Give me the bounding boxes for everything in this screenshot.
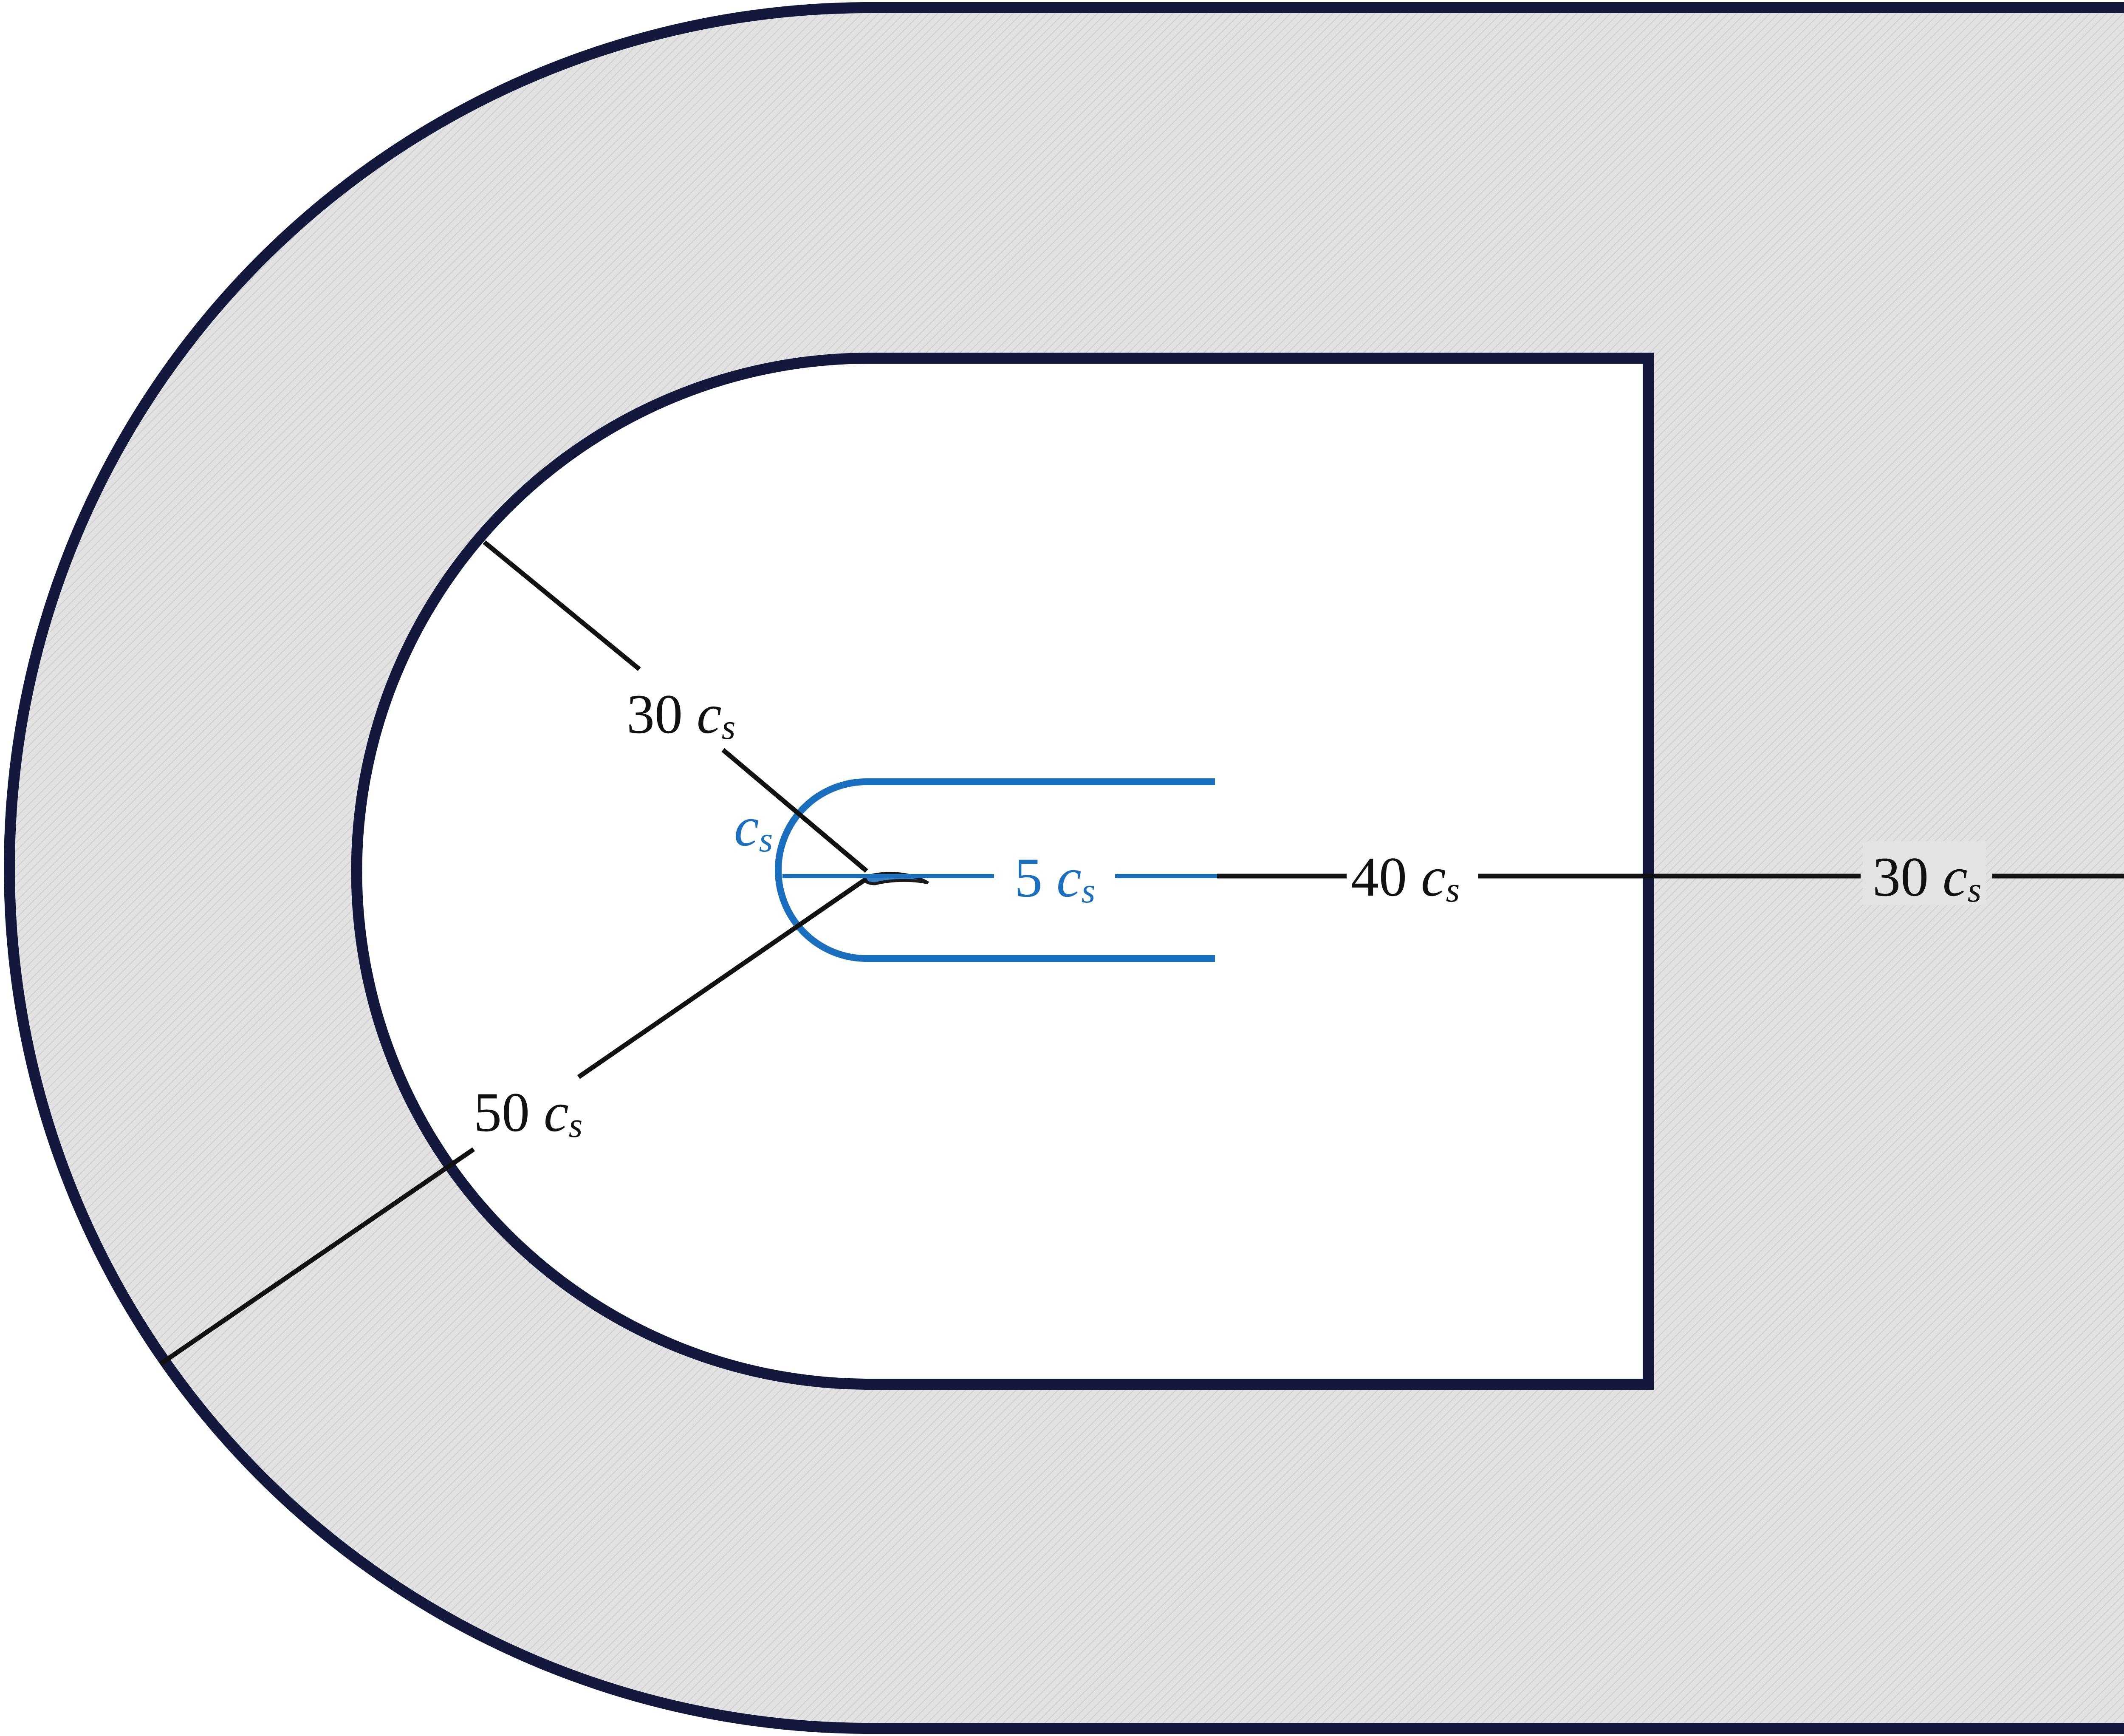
outer-length-label: 30 cs (1873, 845, 1981, 910)
zone-length-value: 5 (1014, 846, 1042, 909)
inner-domain-region (351, 353, 1654, 1390)
outer-length-label-background (1863, 841, 1986, 905)
inner-radius-value: 30 (627, 683, 683, 745)
inner-radius-label: 30 cs (627, 683, 735, 747)
outer-radius-label: 50 cs (474, 1081, 582, 1145)
outer-radius-value: 50 (474, 1081, 530, 1143)
outer-length-value: 30 (1873, 845, 1929, 908)
outer-radius-line-upper (577, 876, 868, 1079)
zone-radius-label: cs (734, 795, 773, 860)
outer-radius-arrow (159, 1147, 475, 1366)
refined-zone-outline (775, 778, 1215, 962)
zone-length-label: 5 cs (1014, 846, 1095, 910)
inner-radius-arrow (483, 540, 641, 671)
inner-radius-line-lower (721, 748, 868, 873)
inner-length-value: 40 (1351, 845, 1407, 908)
inner-length-label: 40 cs (1351, 845, 1460, 910)
